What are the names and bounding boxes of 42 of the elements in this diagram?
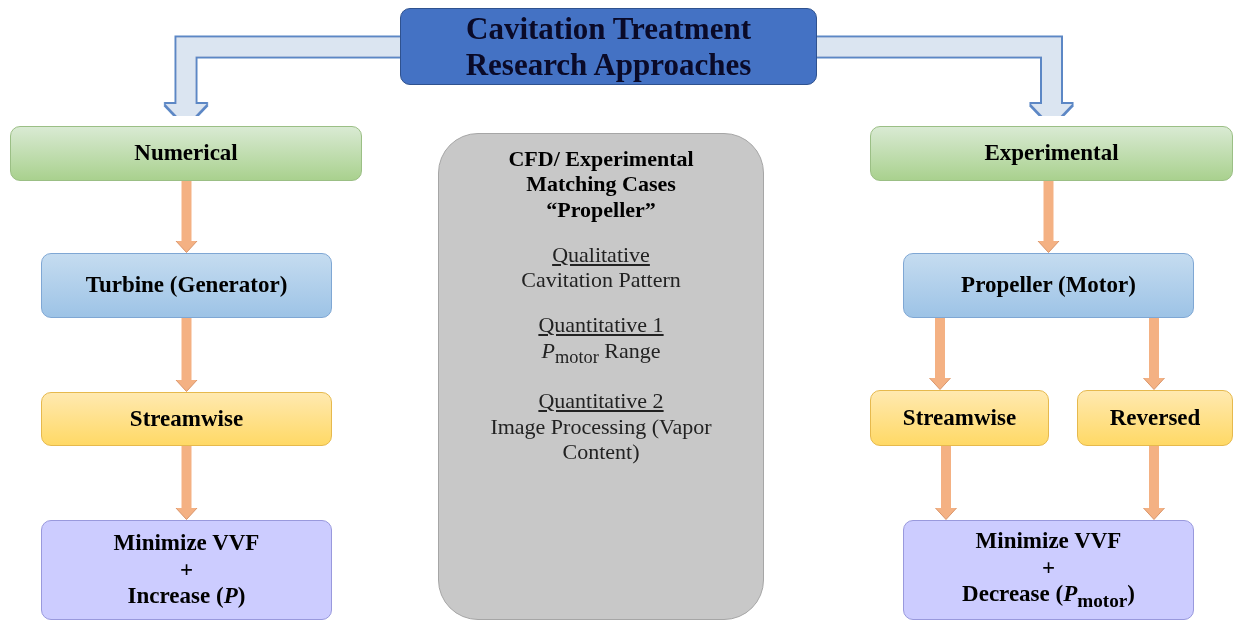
label: Decrease (P$_{motor}$) <box>962 581 1135 612</box>
label: Propeller (Motor) <box>961 272 1136 299</box>
label: Streamwise <box>902 404 1017 432</box>
label: + <box>179 556 194 584</box>
label: Minimize VVF <box>113 530 260 557</box>
arrow <box>175 446 198 520</box>
process-box <box>41 392 332 446</box>
text: Qualitative <box>551 241 651 268</box>
process-box <box>903 520 1194 620</box>
process-box <box>41 253 332 318</box>
process-box <box>41 520 332 620</box>
label: Minimize VVF <box>975 528 1122 555</box>
process-box <box>870 390 1049 446</box>
text: Cavitation Pattern <box>520 267 682 293</box>
label: Increase (P) <box>127 583 246 610</box>
arrow <box>175 181 198 253</box>
text: P$_{motor}$ Range <box>540 337 662 369</box>
info-box <box>438 133 764 620</box>
label: Numerical <box>134 140 238 167</box>
heading: CFD/ Experimental Matching Cases “Propeller” <box>507 146 695 222</box>
process-box <box>1077 390 1233 446</box>
arrow <box>928 318 952 390</box>
arrow <box>1037 181 1060 253</box>
text: Quantitative 2 <box>537 388 665 414</box>
label: Reversed <box>1109 404 1201 432</box>
label: Turbine (Generator) <box>85 272 288 299</box>
process-box <box>10 126 362 181</box>
label: + <box>1041 554 1056 582</box>
arrow <box>817 37 1073 126</box>
arrow <box>1142 318 1166 390</box>
label: Experimental <box>984 140 1119 167</box>
title-box <box>400 8 817 85</box>
text: Quantitative 1 <box>537 312 665 338</box>
arrow <box>175 318 198 392</box>
title: Cavitation Treatment Research Approaches <box>464 10 753 83</box>
label: Streamwise <box>129 405 244 433</box>
process-box <box>870 126 1233 181</box>
process-box <box>903 253 1194 318</box>
arrow <box>934 446 958 520</box>
arrow <box>1142 446 1166 520</box>
text: Image Processing (Vapor Content) <box>489 413 713 465</box>
arrow <box>165 37 400 126</box>
